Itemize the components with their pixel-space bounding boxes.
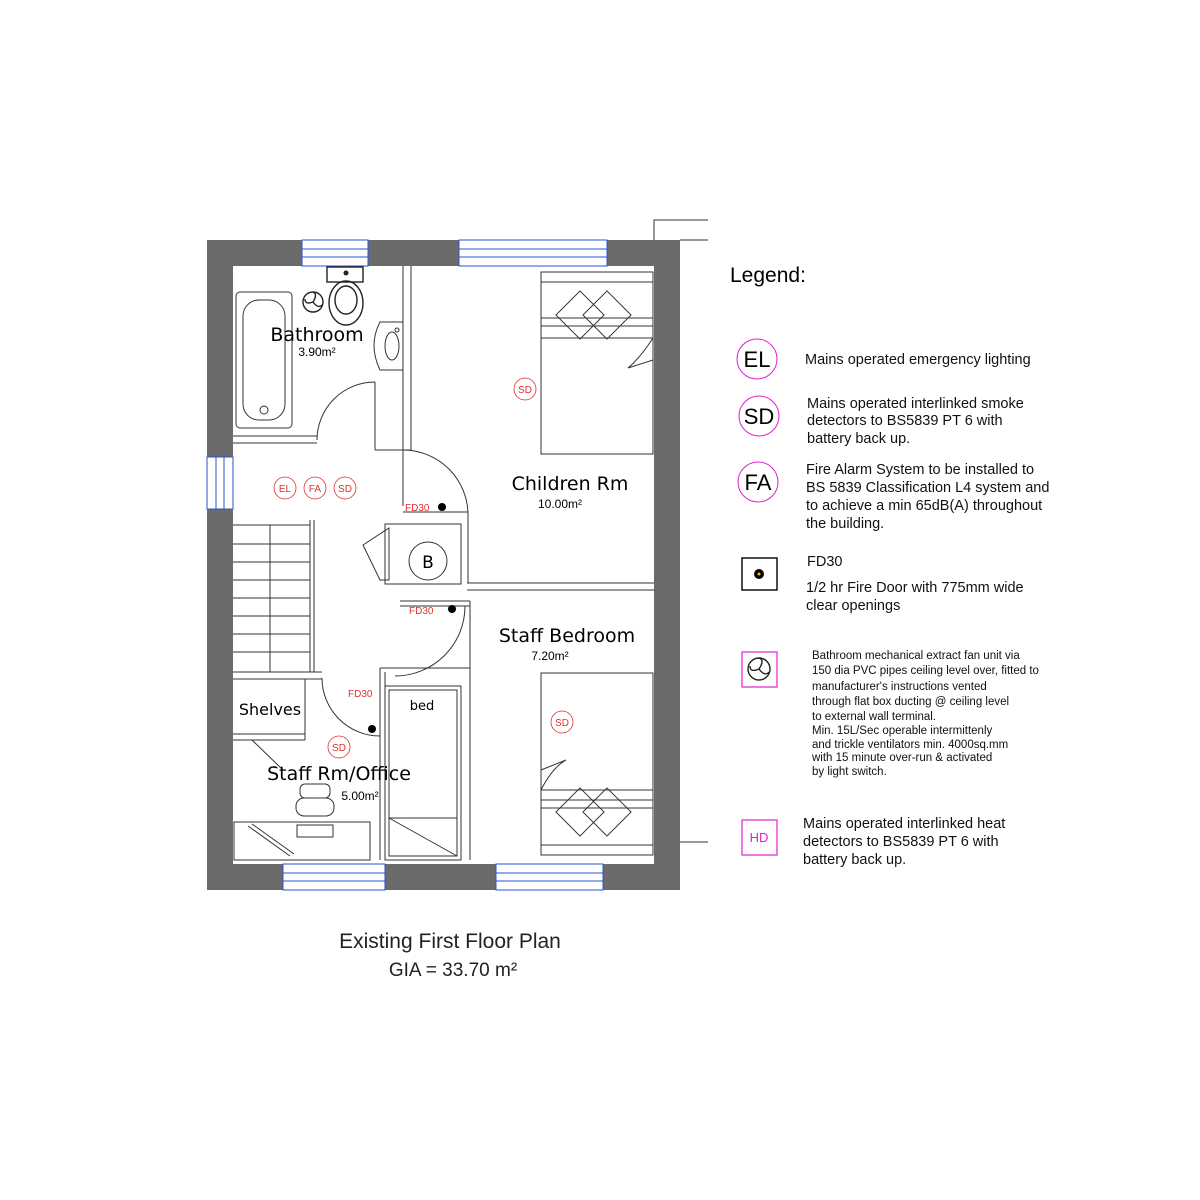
legend-hd-box (741, 819, 778, 856)
windows (206, 239, 608, 891)
legend-sd-line-3: battery back up. (807, 431, 910, 447)
office-desk (233, 783, 371, 861)
legend-fan-line-3: manufacturer's instructions vented (812, 681, 987, 693)
legend-fd30-line-2: clear openings (806, 598, 900, 614)
legend-hd-line-2: detectors to BS5839 PT 6 with (803, 834, 999, 850)
children-room-area: 10.00m² (538, 497, 582, 511)
office-name: Staff Rm/Office (267, 763, 411, 785)
sd-symbol-staff: SD (555, 718, 569, 729)
bathroom-area: 3.90m² (298, 345, 335, 359)
legend-fa-circle (737, 461, 779, 503)
legend-hd-line-1: Mains operated interlinked heat (803, 816, 1005, 832)
legend-fan-line-6: Min. 15L/Sec operable intermittenly (812, 725, 993, 737)
legend-fd30-title: FD30 (807, 554, 842, 570)
fd30-dot-office (368, 725, 376, 733)
fd30-label-staff: FD30 (409, 606, 434, 617)
children-room-name: Children Rm (512, 473, 629, 495)
legend-hd-line-3: battery back up. (803, 852, 906, 868)
legend-sd-circle (738, 395, 780, 437)
legend-fan-line-8: with 15 minute over-run & activated (811, 752, 992, 764)
boiler-label: B (422, 553, 434, 573)
fd30-label-office: FD30 (348, 689, 373, 700)
office-area: 5.00m² (341, 789, 378, 803)
legend-fa-line-4: the building. (806, 516, 884, 532)
legend-hd-symbol: HD (750, 830, 769, 845)
fd30-dot-staff (448, 605, 456, 613)
staff-bedroom-area: 7.20m² (531, 649, 568, 663)
legend-sd-line-2: detectors to BS5839 PT 6 with (807, 413, 1003, 429)
legend-el-text: Mains operated emergency lighting (805, 352, 1031, 368)
el-symbol-hall: EL (279, 484, 292, 495)
fd30-label-children: FD30 (405, 503, 430, 514)
sd-symbol-hall: SD (338, 484, 352, 495)
legend-fa-line-1: Fire Alarm System to be installed to (806, 462, 1034, 478)
plan-gia: GIA = 33.70 m² (389, 960, 517, 981)
bed-label: bed (410, 699, 435, 714)
bed-staff (540, 672, 654, 856)
toilet-flush (343, 270, 349, 276)
shelves-label: Shelves (239, 700, 301, 719)
sd-symbol-children: SD (518, 385, 532, 396)
legend-sd-line-1: Mains operated interlinked smoke (807, 396, 1024, 412)
sd-symbol-office: SD (332, 743, 346, 754)
bathroom-name: Bathroom (270, 324, 363, 346)
legend-fan-line-1: Bathroom mechanical extract fan unit via (812, 650, 1020, 662)
legend-fa-line-3: to achieve a min 65dB(A) throughout (806, 498, 1042, 514)
legend-fd30-dot-center (757, 572, 761, 576)
legend-fa-line-2: BS 5839 Classification L4 system and (806, 480, 1049, 496)
legend-fan-line-5: to external wall terminal. (812, 711, 936, 723)
legend-fd30-line-1: 1/2 hr Fire Door with 775mm wide (806, 580, 1024, 596)
staff-bedroom-name: Staff Bedroom (499, 625, 635, 647)
neighbour-outline (653, 219, 708, 843)
bed-children (540, 271, 654, 455)
legend-fa-symbol: FA (745, 470, 772, 495)
legend-sd-symbol: SD (744, 404, 775, 429)
bathtub (235, 291, 293, 429)
fa-symbol-hall: FA (309, 484, 322, 495)
legend-el-symbol: EL (744, 347, 771, 372)
plan-title: Existing First Floor Plan (339, 930, 561, 953)
bed-office (384, 685, 462, 861)
legend-fan-line-7: and trickle ventilators min. 4000sq.mm (812, 739, 1008, 751)
boiler-symbol (408, 541, 448, 581)
stair-treads (233, 525, 310, 672)
legend-fd30-box (741, 557, 778, 591)
detector-symbols (273, 377, 574, 759)
toilet (326, 266, 364, 326)
legend-fan-line-9: by light switch. (812, 766, 887, 778)
fd30-dot-children (438, 503, 446, 511)
legend-title: Legend: (730, 264, 806, 287)
extract-fan-icon (302, 291, 324, 313)
legend-fan-icon (747, 657, 771, 681)
legend-el-circle (736, 338, 778, 380)
legend-fan-line-4: through flat box ducting @ ceiling level (812, 696, 1009, 708)
legend-fan-box (741, 651, 778, 688)
legend-fan-line-2: 150 dia PVC pipes ceiling level over, fi… (812, 665, 1039, 677)
wash-basin (373, 321, 404, 371)
